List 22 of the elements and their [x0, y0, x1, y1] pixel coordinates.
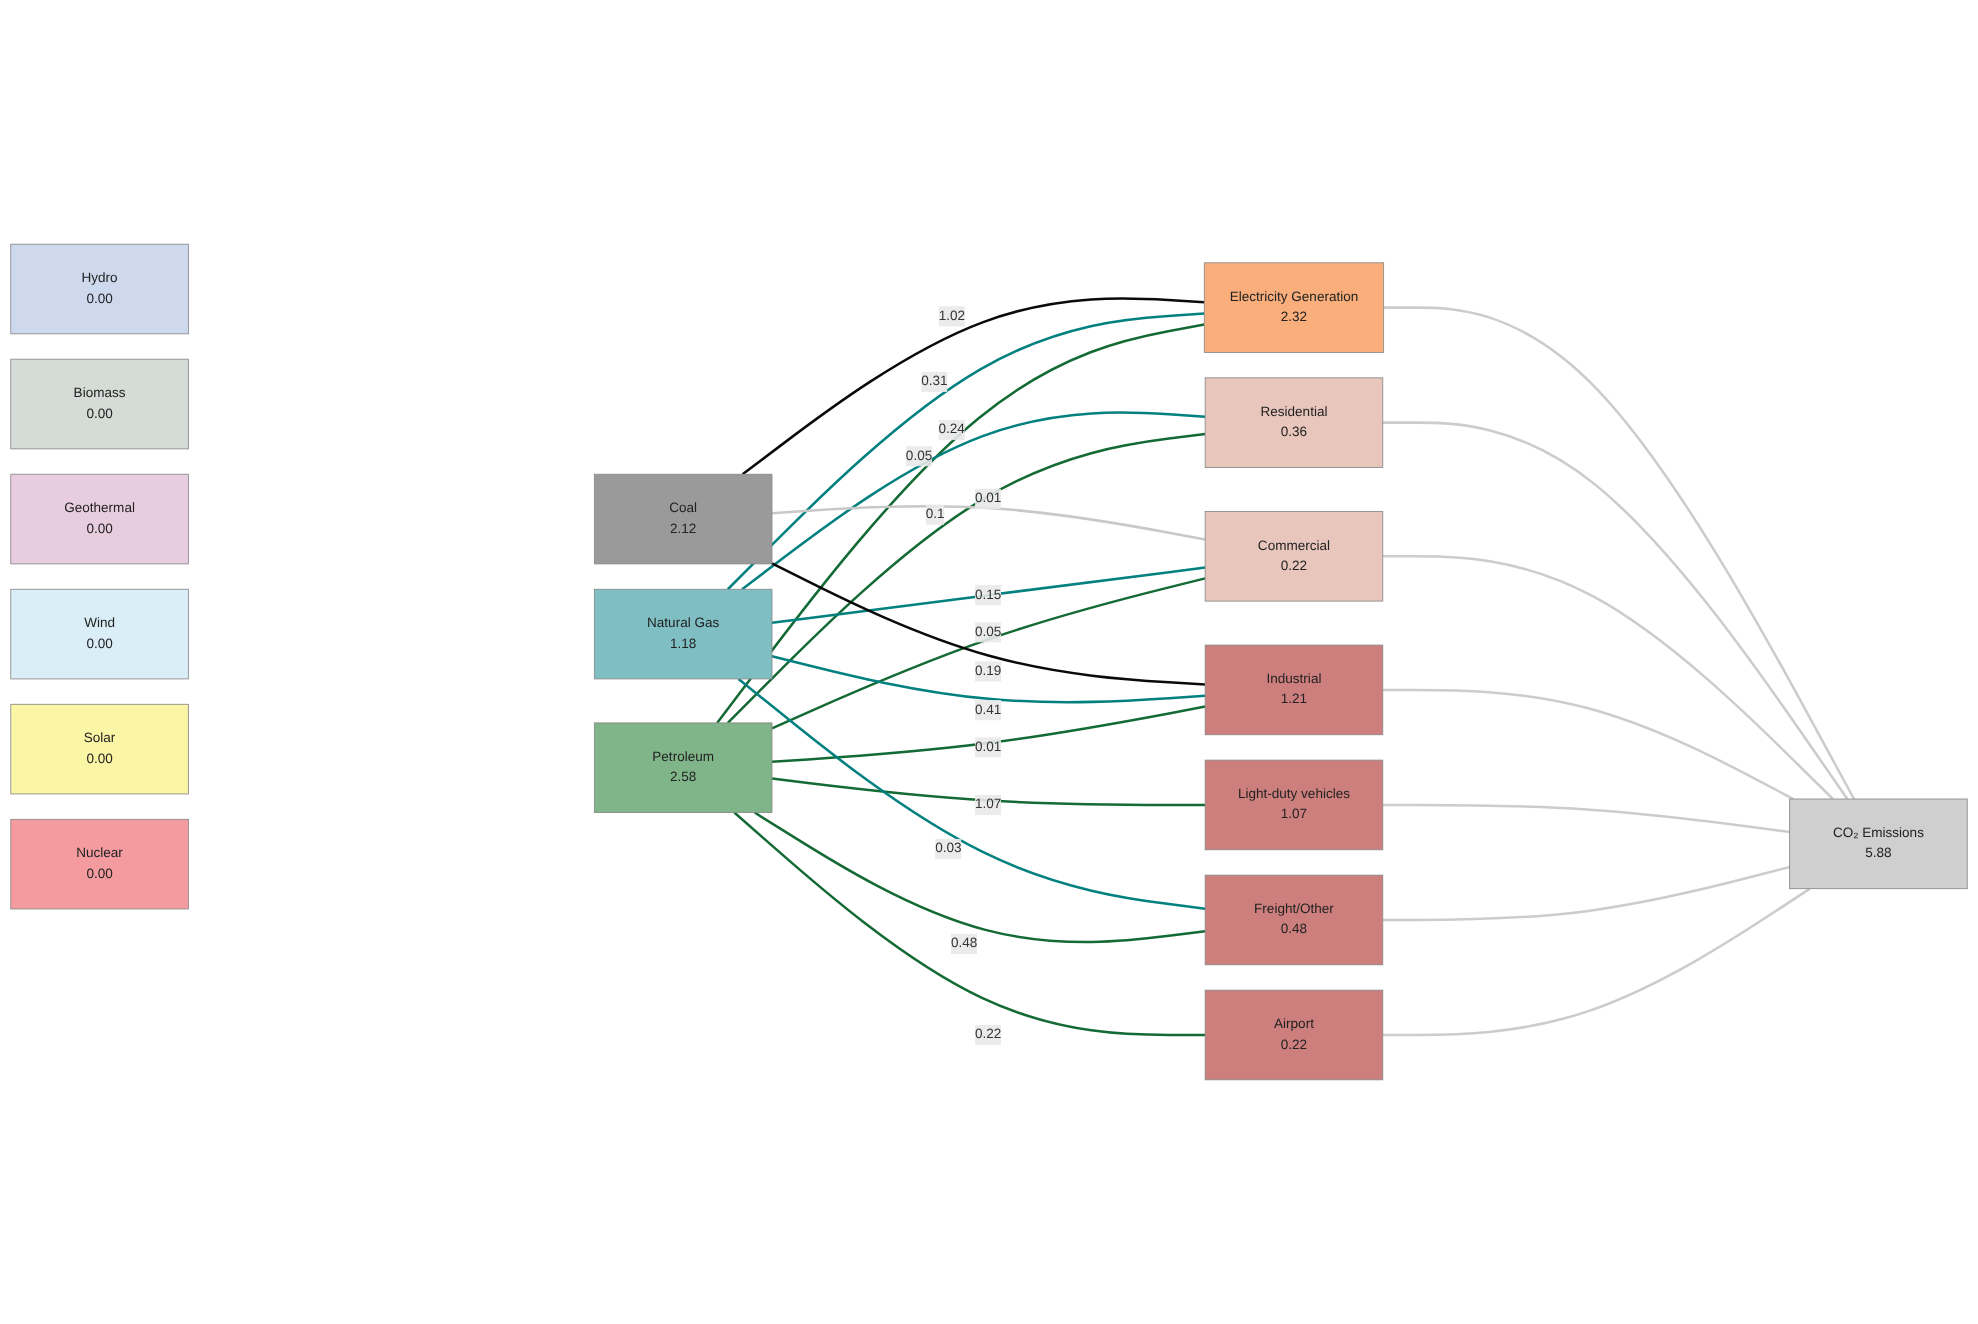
connector [1382, 887, 1811, 1037]
connector [1382, 865, 1790, 922]
connector [1383, 306, 1856, 800]
connector [771, 777, 1206, 807]
connector [771, 577, 1206, 730]
connector [741, 297, 1205, 476]
connector [1382, 555, 1834, 800]
connector [726, 432, 1206, 724]
connector [1382, 803, 1790, 834]
connector [716, 323, 1205, 724]
connector [741, 411, 1206, 591]
connector [733, 811, 1206, 1037]
connector [771, 655, 1206, 704]
connector [726, 312, 1205, 591]
connector [1382, 688, 1795, 801]
connector [771, 562, 1206, 686]
connector [737, 677, 1206, 910]
connector [771, 566, 1206, 624]
connector [771, 705, 1206, 764]
connector [1382, 421, 1849, 800]
connector [771, 504, 1206, 541]
connector [754, 811, 1206, 944]
